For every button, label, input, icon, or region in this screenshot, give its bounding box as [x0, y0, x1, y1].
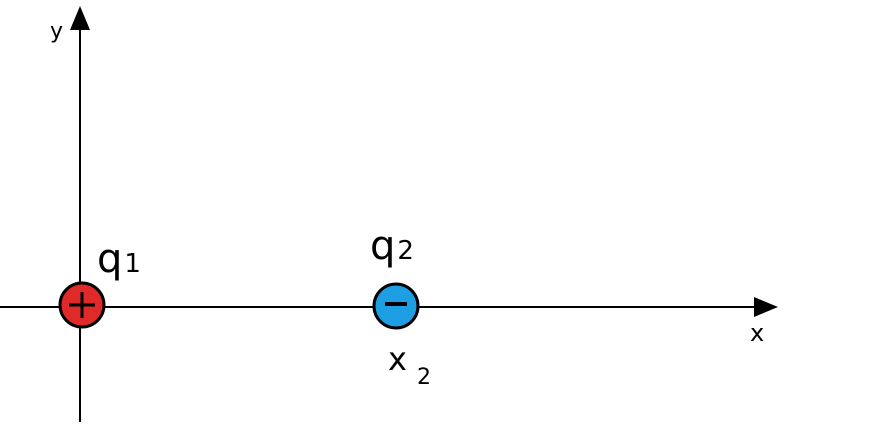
- x-axis-arrowhead: [754, 297, 778, 317]
- x-axis-label: x: [750, 319, 764, 347]
- charge-q1-label: q1: [97, 236, 141, 282]
- charge-q1-plus-sign: [69, 292, 95, 318]
- position-x2-label-name: x: [388, 340, 407, 378]
- charge-q2-label-subscript: 2: [397, 236, 414, 266]
- charge-q1-label-name: q: [97, 236, 122, 282]
- charge-q1-label-subscript: 1: [124, 249, 141, 279]
- y-axis-label: y: [50, 19, 63, 44]
- charge-q2-label-name: q: [370, 223, 395, 269]
- y-axis-arrowhead: [70, 6, 90, 30]
- charge-q2-label: q2: [370, 223, 414, 269]
- position-x2-label-subscript: 2: [417, 365, 431, 390]
